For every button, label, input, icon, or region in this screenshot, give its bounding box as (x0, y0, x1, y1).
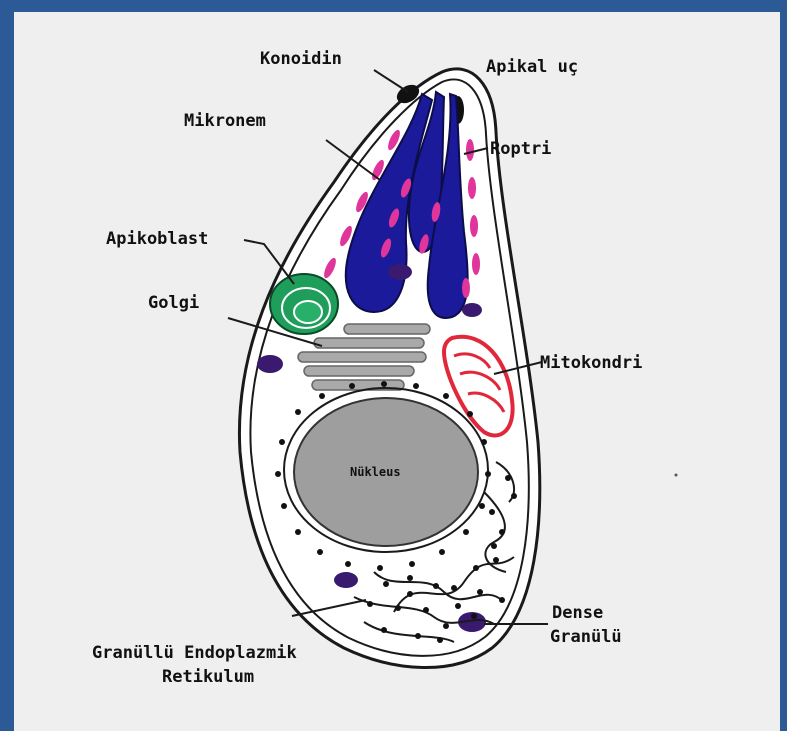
dense-granule (462, 303, 482, 317)
label-mitokondri: Mitokondri (540, 353, 642, 373)
label-dense-line2: Granülü (550, 627, 622, 647)
diagram-frame: Konoidin Apikal uç Mikronem Roptri Apiko… (14, 12, 780, 731)
label-mikronem: Mikronem (184, 111, 266, 131)
apicoplast (270, 274, 338, 334)
label-golgi: Golgi (148, 293, 199, 313)
label-ger-line2: Retikulum (162, 667, 254, 687)
label-roptri: Roptri (490, 139, 551, 159)
dense-granule (257, 355, 283, 373)
dense-granule (334, 572, 358, 588)
label-ger-line1: Granüllü Endoplazmik (92, 643, 297, 663)
dense-granule (388, 264, 412, 280)
label-apikoblast: Apikoblast (106, 229, 208, 249)
speck (675, 474, 678, 477)
label-nukleus: Nükleus (350, 465, 401, 479)
label-dense-line1: Dense (552, 603, 603, 623)
toxoplasma-cell-diagram: Konoidin Apikal uç Mikronem Roptri Apiko… (14, 12, 780, 731)
label-konoidin: Konoidin (260, 49, 342, 69)
label-apikal-uc: Apikal uç (486, 57, 578, 77)
